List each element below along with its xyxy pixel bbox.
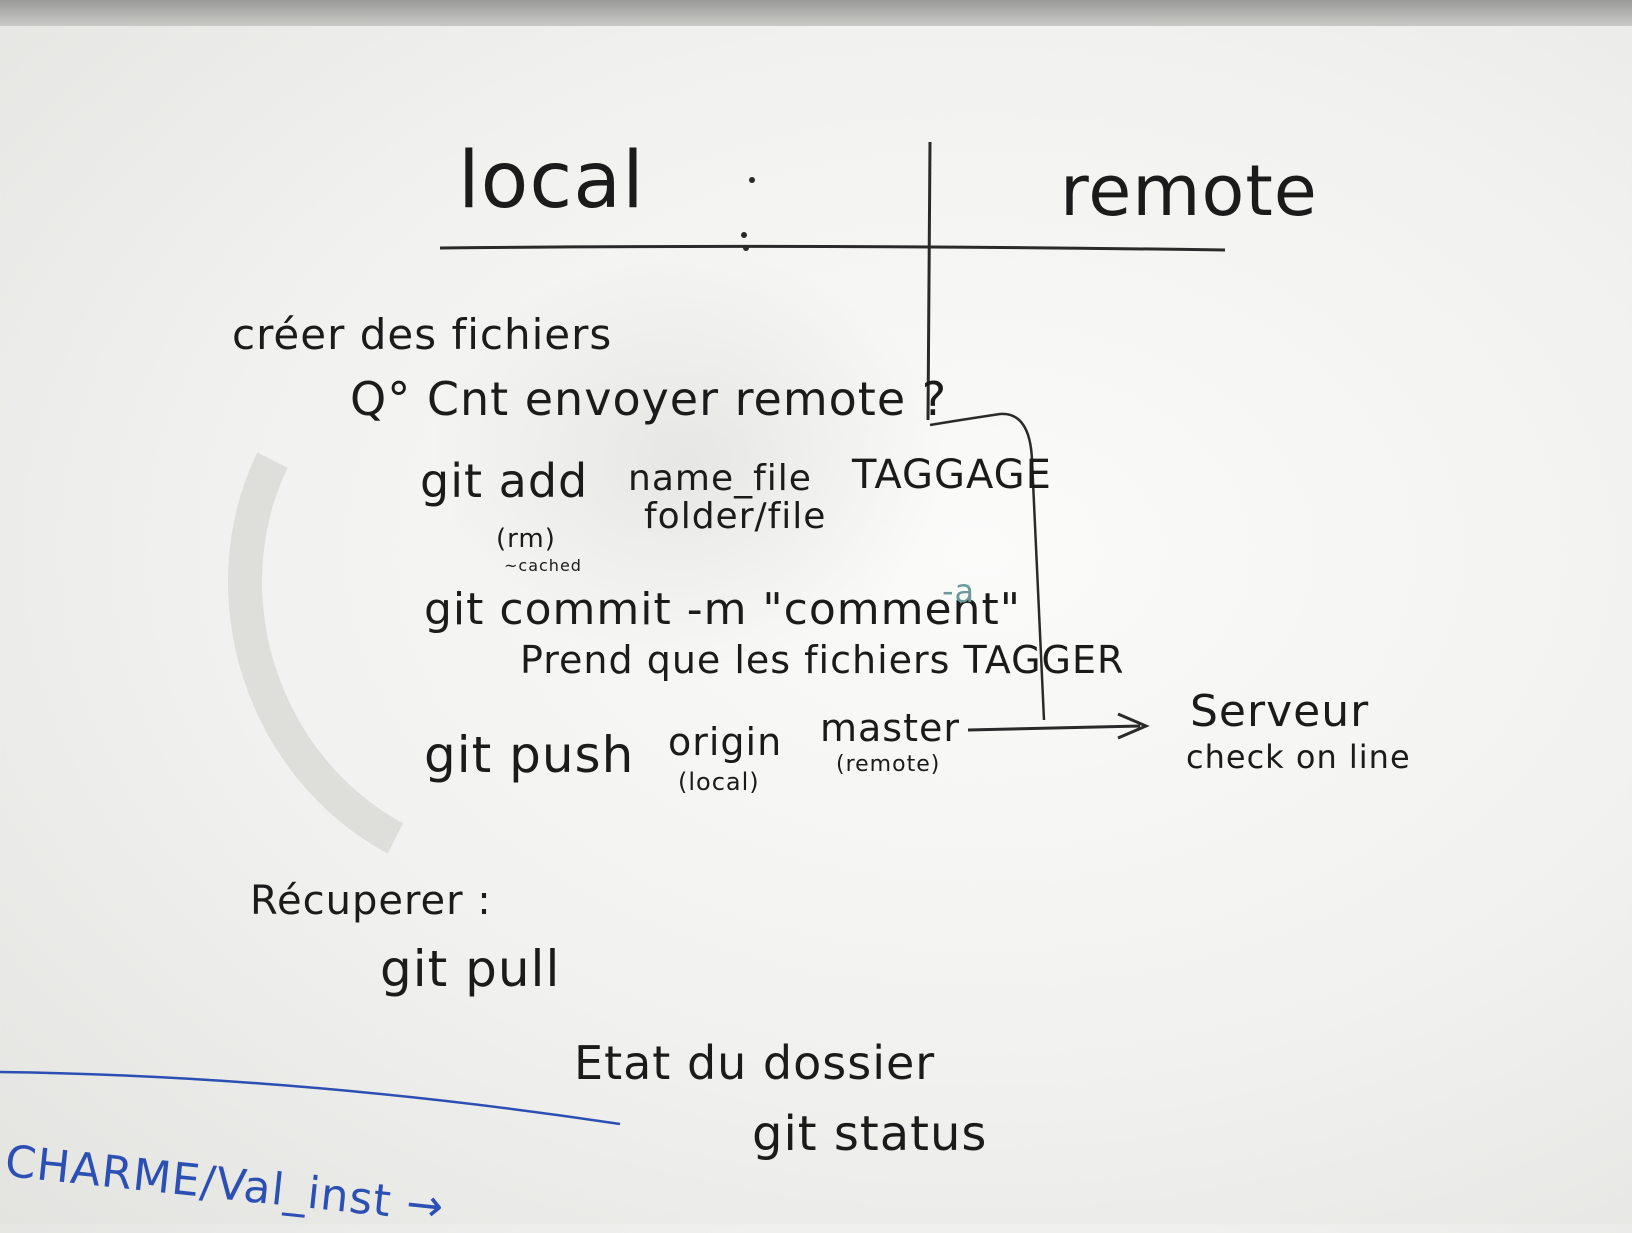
git-push: git push [424,726,635,784]
serveur-label: Serveur [1190,686,1370,737]
git-pull: git pull [380,940,561,998]
master-label: master [820,706,961,750]
git-commit: git commit -m "comment" [424,584,1021,635]
blue-divider-line [0,1070,621,1126]
note-question: Q° Cnt envoyer remote ? [350,372,948,426]
recuperer-label: Récuperer : [250,878,492,924]
colon-dot [743,245,749,251]
colon-dot [741,232,747,238]
cached-label: ~cached [504,556,582,575]
colon-dot [749,177,755,183]
check-online-label: check on line [1186,738,1411,776]
flow-connector-line [929,412,1046,721]
table-divider-line [926,141,932,421]
remote-heading: remote [1060,150,1318,232]
git-add: git add [420,454,589,508]
origin-label: origin [668,720,783,764]
rm-label: (rm) [496,524,556,554]
local-heading: local [458,136,645,226]
commit-flag: -a [942,572,976,610]
whiteboard-frame [0,0,1632,26]
master-note: (remote) [836,752,941,777]
table-header-line [439,244,1226,252]
git-status: git status [752,1106,988,1162]
etat-label: Etat du dossier [574,1036,936,1090]
arrow-to-server [967,724,1141,732]
origin-note: (local) [678,768,760,796]
folder-file: folder/file [644,496,827,537]
name-file: name_file [628,458,812,499]
note-creer: créer des fichiers [232,310,613,359]
prend-note: Prend que les fichiers TAGGER [520,638,1125,682]
taggage-label: TAGGAGE [852,452,1052,498]
arrow-head-icon [1117,712,1150,740]
